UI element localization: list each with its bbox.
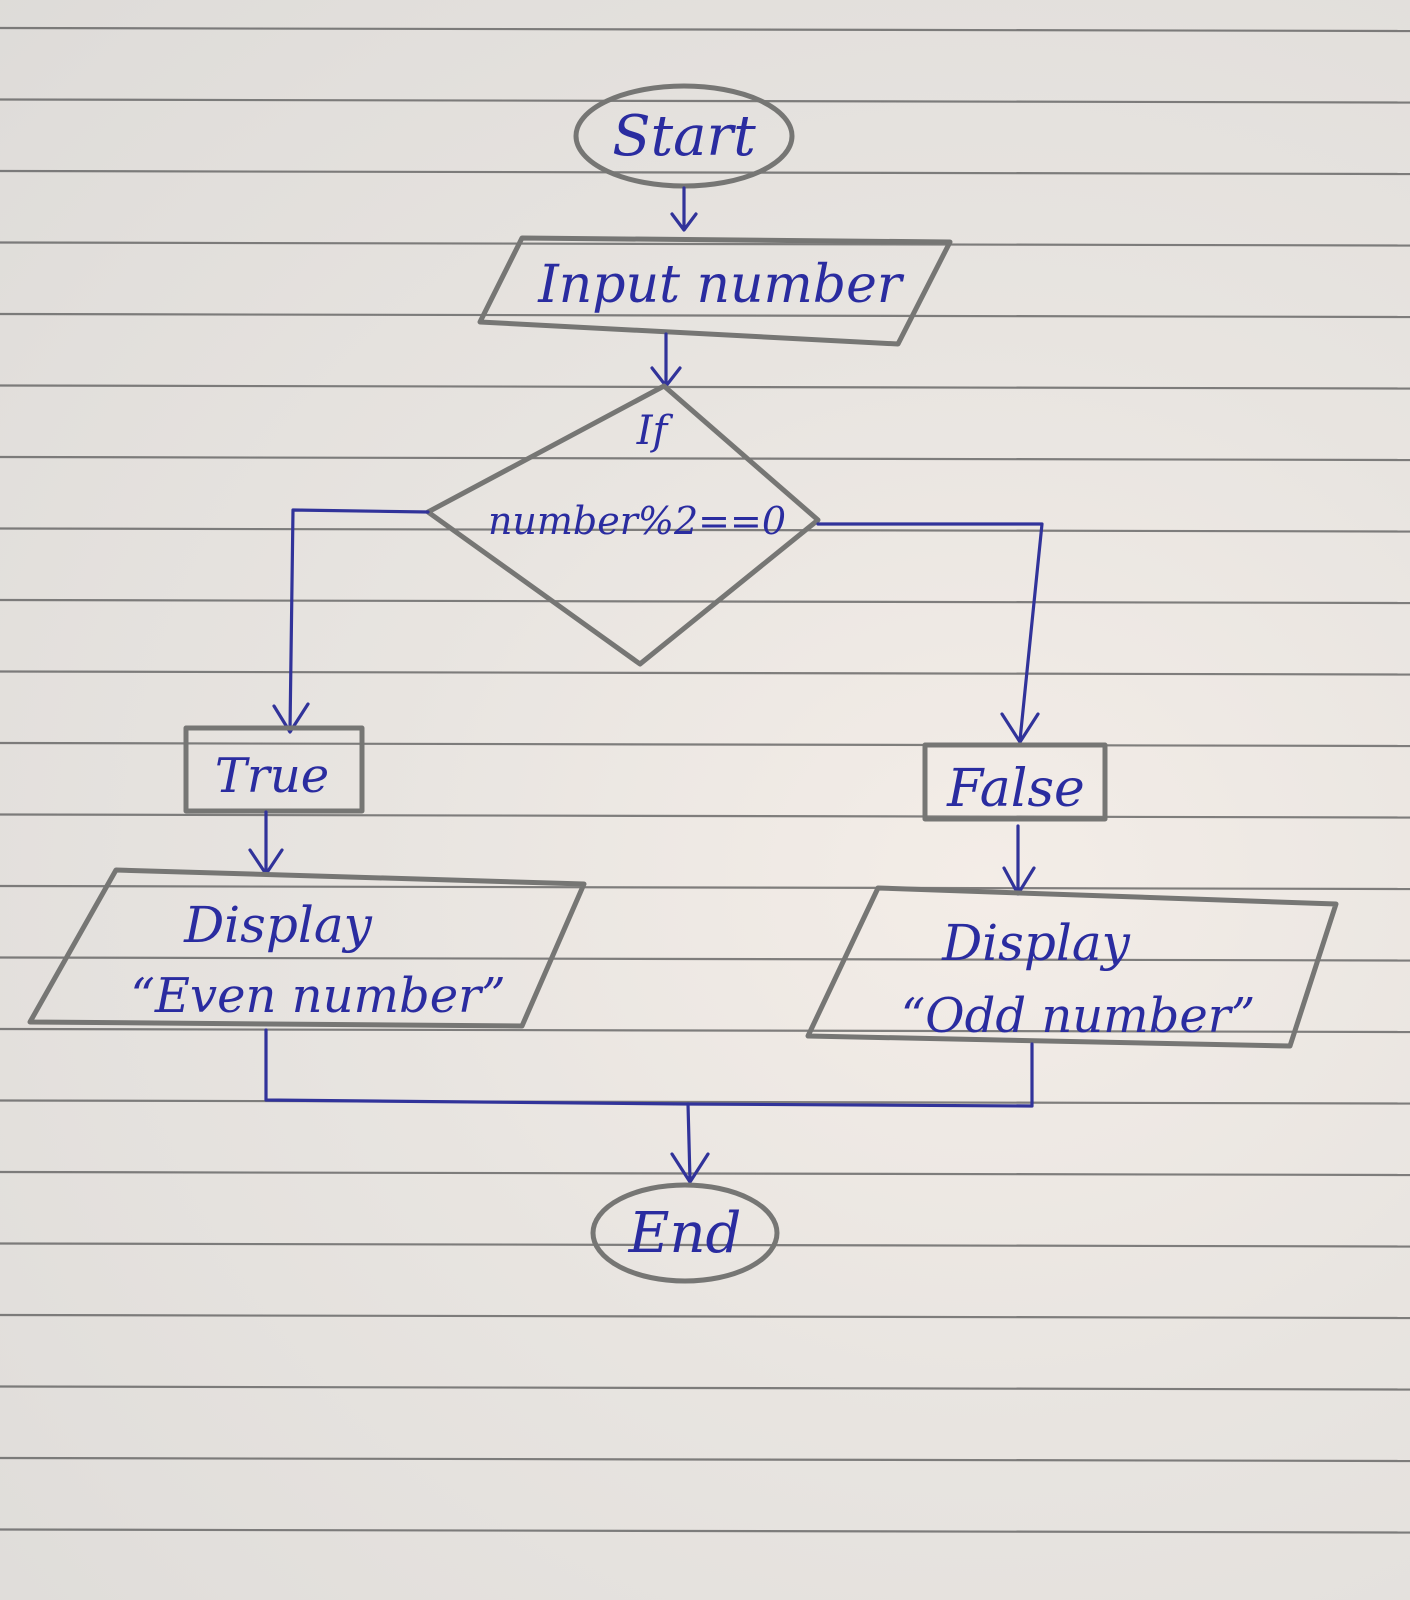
display-even-node: Display “Even number” <box>27 867 587 1029</box>
ruled-line <box>0 1242 1410 1248</box>
ruled-line <box>0 884 1410 891</box>
ruled-line <box>0 1027 1410 1034</box>
arrow-start-to-input <box>670 186 698 232</box>
ruled-line <box>0 598 1410 605</box>
display-even-label-line2: “Even number” <box>130 968 505 1024</box>
display-even-label-line1: Display <box>183 896 373 954</box>
display-even-parallelogram <box>27 867 587 1029</box>
ruled-line <box>0 956 1410 962</box>
ruled-line <box>0 241 1410 247</box>
ruled-line <box>0 26 1410 33</box>
end-oval <box>590 1182 780 1284</box>
decision-diamond <box>425 383 821 667</box>
input-parallelogram <box>477 235 953 347</box>
decision-label-if: If <box>636 408 674 454</box>
false-rectangle <box>922 742 1108 822</box>
ruled-line <box>0 1385 1410 1391</box>
ruled-line <box>0 312 1410 319</box>
false-label: False <box>946 759 1085 819</box>
start-label: Start <box>612 104 756 169</box>
arrow-input-to-decision <box>650 332 682 388</box>
arrow-decision-to-false <box>816 522 1044 744</box>
display-odd-node: Display “Odd number” <box>805 885 1339 1049</box>
end-label: End <box>628 1201 742 1266</box>
ruled-line <box>0 741 1410 748</box>
ruled-line <box>0 455 1410 462</box>
true-rectangle <box>183 725 365 814</box>
ruled-line <box>0 169 1410 176</box>
decision-label-condition: number%2==0 <box>488 499 786 543</box>
decision-node: If number%2==0 <box>425 383 821 667</box>
ruled-line <box>0 384 1410 390</box>
arrow-true-to-display-even <box>248 810 284 876</box>
display-odd-label-line2: “Odd number” <box>901 988 1256 1044</box>
ruled-line <box>0 1099 1410 1105</box>
ruled-line <box>0 1456 1410 1463</box>
true-label: True <box>215 748 329 804</box>
false-node: False <box>922 742 1108 822</box>
ruled-lines <box>0 26 1410 1534</box>
ruled-line <box>0 813 1410 819</box>
ruled-line <box>0 1170 1410 1177</box>
display-odd-label-line1: Display <box>941 914 1131 972</box>
arrow-merge-to-end <box>264 1028 1034 1184</box>
arrow-false-to-display-odd <box>1002 824 1036 896</box>
ruled-line <box>0 527 1410 533</box>
input-node: Input number <box>477 235 953 347</box>
ruled-line <box>0 670 1410 676</box>
arrow-decision-to-true <box>272 508 430 734</box>
ruled-line <box>0 1528 1410 1534</box>
input-label: Input number <box>537 255 905 315</box>
start-oval <box>573 83 795 189</box>
start-terminal: Start <box>573 83 795 189</box>
end-terminal: End <box>590 1182 780 1284</box>
ruled-line <box>0 98 1410 104</box>
display-odd-parallelogram <box>805 885 1339 1049</box>
ruled-line <box>0 1313 1410 1320</box>
true-node: True <box>183 725 365 814</box>
